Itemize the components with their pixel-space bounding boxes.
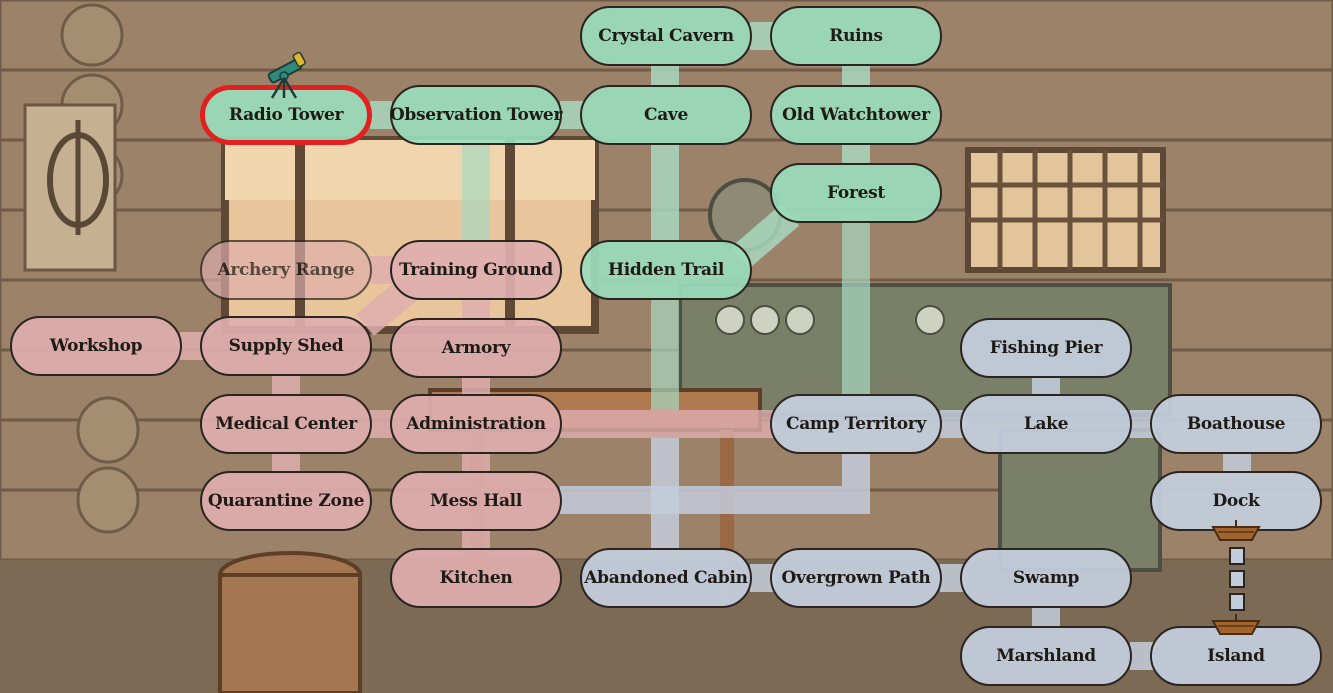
right-window — [965, 147, 1166, 273]
location-overgrown-path[interactable]: Overgrown Path — [770, 548, 942, 608]
location-fishing-pier[interactable]: Fishing Pier — [960, 318, 1132, 378]
boat-route — [1229, 547, 1245, 611]
location-ruins[interactable]: Ruins — [770, 6, 942, 66]
location-mess-hall[interactable]: Mess Hall — [390, 471, 562, 531]
location-forest[interactable]: Forest — [770, 163, 942, 223]
telescope-icon — [267, 51, 306, 99]
location-old-watchtower[interactable]: Old Watchtower — [770, 85, 942, 145]
boat-icon — [1211, 520, 1261, 541]
location-kitchen[interactable]: Kitchen — [390, 548, 562, 608]
barrel — [218, 551, 362, 693]
path-forest-hidden-trail — [730, 204, 800, 269]
location-cave[interactable]: Cave — [580, 85, 752, 145]
location-training-ground[interactable]: Training Ground — [390, 240, 562, 300]
location-boathouse[interactable]: Boathouse — [1150, 394, 1322, 454]
location-workshop[interactable]: Workshop — [10, 316, 182, 376]
location-observation-tower[interactable]: Observation Tower — [390, 85, 562, 145]
path-mess-hall-camp-territory — [560, 452, 870, 514]
location-archery-range[interactable]: Archery Range — [200, 240, 372, 300]
location-abandoned-cabin[interactable]: Abandoned Cabin — [580, 548, 752, 608]
location-swamp[interactable]: Swamp — [960, 548, 1132, 608]
boat-icon — [1211, 614, 1261, 635]
location-radio-tower[interactable]: Radio Tower — [200, 85, 372, 145]
location-armory[interactable]: Armory — [390, 318, 562, 378]
location-administration[interactable]: Administration — [390, 394, 562, 454]
location-crystal-cavern[interactable]: Crystal Cavern — [580, 6, 752, 66]
location-lake[interactable]: Lake — [960, 394, 1132, 454]
location-island[interactable]: Island — [1150, 626, 1322, 686]
wall-sign — [23, 103, 117, 272]
location-hidden-trail[interactable]: Hidden Trail — [580, 240, 752, 300]
location-quarantine-zone[interactable]: Quarantine Zone — [200, 471, 372, 531]
location-medical-center[interactable]: Medical Center — [200, 394, 372, 454]
location-camp-territory[interactable]: Camp Territory — [770, 394, 942, 454]
location-supply-shed[interactable]: Supply Shed — [200, 316, 372, 376]
location-marshland[interactable]: Marshland — [960, 626, 1132, 686]
